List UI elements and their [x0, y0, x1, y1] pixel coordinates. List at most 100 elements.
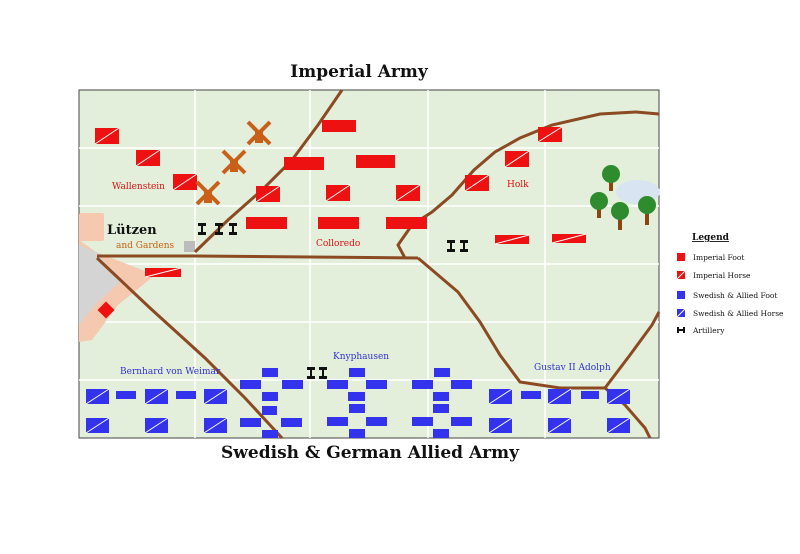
artillery-icon [307, 367, 315, 379]
swedish-foot-unit [262, 430, 278, 438]
imperial-horse-unit [537, 126, 563, 143]
swedish-foot-unit [116, 391, 136, 399]
artillery-icon [677, 327, 685, 333]
allied-army-title: Swedish & German Allied Army [221, 443, 519, 463]
swedish-foot-unit [366, 417, 387, 426]
swedish-foot-unit [281, 418, 302, 427]
imperial-horse-unit [172, 173, 198, 191]
swedish-horse-units [85, 388, 631, 434]
legend-symbol-imperial-foot [677, 253, 685, 261]
swedish-foot-unit [349, 429, 365, 438]
gustav-label: Gustav II Adolph [534, 363, 611, 373]
swedish-foot-unit [262, 406, 277, 415]
artillery-icon [215, 223, 223, 235]
imperial-foot-units [246, 120, 427, 229]
tree-icon [638, 196, 656, 225]
swedish-foot-unit [240, 380, 261, 389]
artillery-icon [460, 240, 468, 252]
imperial-foot-unit [322, 120, 356, 132]
swedish-foot-unit [366, 380, 387, 389]
windmill-icon [246, 120, 272, 146]
imperial-foot-unit [386, 217, 427, 229]
imperial-horse-unit [494, 234, 530, 245]
legend-symbol-swedish-foot [677, 291, 685, 299]
swedish-foot-unit [451, 417, 472, 426]
colloredo-label: Colloredo [316, 239, 360, 249]
windmills [195, 120, 272, 206]
swedish-foot-units [116, 368, 599, 438]
swedish-foot-unit [433, 404, 449, 413]
swedish-foot-unit [412, 380, 433, 389]
swedish-foot-unit [521, 391, 541, 399]
legend-label: Imperial Horse [693, 271, 751, 280]
imperial-horse-unit [395, 184, 421, 202]
holk-label: Holk [507, 180, 529, 190]
imperial-horse-unit [325, 184, 351, 202]
imperial-horse-unit [135, 149, 161, 167]
swedish-foot-unit [433, 429, 449, 438]
imperial-horse-units [94, 126, 587, 278]
artillery-icon [319, 367, 327, 379]
lutzen-castle [97, 301, 115, 319]
swedish-foot-unit [433, 392, 449, 401]
imperial-foot-unit [246, 217, 287, 229]
imperial-army-title: Imperial Army [290, 62, 428, 82]
windmill-icon [221, 149, 247, 175]
knyphausen-label: Knyphausen [333, 352, 389, 362]
legend-title: Legend [692, 233, 730, 243]
swedish-horse-unit [488, 388, 513, 405]
swedish-horse-unit [547, 417, 572, 434]
windmill-icon [195, 180, 221, 206]
swedish-horse-unit [144, 388, 169, 405]
tree-icon [602, 165, 620, 191]
artillery-icon [198, 223, 206, 235]
swedish-horse-unit [606, 388, 631, 405]
swedish-foot-unit [434, 368, 450, 377]
artillery-icon [447, 240, 455, 252]
swedish-foot-unit [581, 391, 599, 399]
swedish-horse-unit [85, 388, 110, 405]
wallenstein-label: Wallenstein [112, 182, 165, 192]
swedish-horse-unit [203, 388, 228, 405]
imperial-horse-unit [464, 174, 490, 192]
imperial-horse-unit [255, 185, 281, 203]
swedish-foot-unit [348, 392, 365, 401]
imperial-foot-unit [284, 157, 324, 170]
imperial-horse-unit [551, 233, 587, 244]
imperial-horse-unit [504, 150, 530, 168]
swedish-horse-unit [203, 417, 228, 434]
imperial-horse-unit [144, 267, 182, 278]
swedish-foot-unit [176, 391, 196, 399]
swedish-foot-unit [282, 380, 303, 389]
artillery-icon [229, 223, 237, 235]
bernhard-label: Bernhard von Weimar [120, 367, 221, 377]
swedish-foot-unit [327, 380, 348, 389]
lutzen-town [79, 213, 195, 342]
tree-icon [611, 202, 629, 230]
swedish-foot-unit [262, 392, 278, 401]
swedish-foot-unit [349, 404, 365, 413]
swedish-foot-unit [262, 368, 278, 377]
legend: Legend Imperial Foot Imperial Horse Swed… [676, 233, 784, 335]
artillery-pieces [198, 223, 468, 379]
tree-icon [590, 192, 608, 218]
imperial-foot-unit [356, 155, 395, 168]
gardens-label: and Gardens [116, 241, 175, 251]
swedish-horse-unit [547, 388, 572, 405]
swedish-foot-unit [327, 417, 348, 426]
swedish-horse-unit [144, 417, 169, 434]
swedish-foot-unit [349, 368, 365, 377]
swedish-foot-unit [240, 418, 261, 427]
swedish-horse-unit [488, 417, 513, 434]
legend-label: Swedish & Allied Horse [693, 309, 784, 318]
swedish-foot-unit [451, 380, 472, 389]
legend-label: Swedish & Allied Foot [693, 291, 777, 300]
swedish-horse-unit [85, 417, 110, 434]
trees [590, 165, 656, 230]
map-grid [79, 90, 659, 438]
legend-label: Artillery [692, 326, 725, 335]
swedish-horse-unit [606, 417, 631, 434]
swedish-foot-unit [412, 417, 433, 426]
lutzen-label: Lützen [107, 223, 157, 238]
